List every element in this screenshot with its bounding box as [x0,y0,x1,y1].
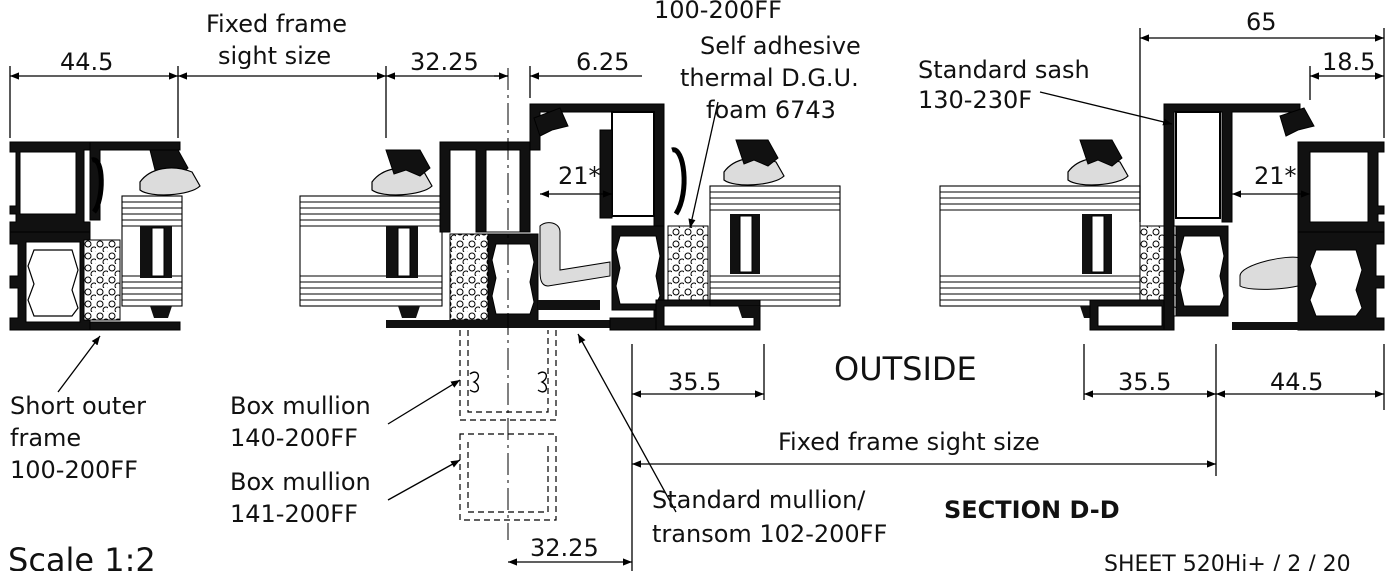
svg-text:100-200FF: 100-200FF [10,456,138,484]
dim-bottom-35-5-left: 35.5 [668,368,721,396]
right-sash-profile [1089,103,1385,331]
dim-sash-width: 65 [1246,8,1277,36]
dim-rebate-left: 21* [558,162,601,190]
svg-text:Box mullion: Box mullion [230,392,371,420]
outside-label: OUTSIDE [834,350,977,388]
dim-bottom-35-5-right: 35.5 [1118,368,1171,396]
callout-box-mullion-141: Box mullion 141-200FF [230,468,371,528]
dim-fixed-frame-top-line2: sight size [218,42,331,70]
leader-lines [57,91,1173,513]
sheet-label: SHEET 520Hi+ / 2 / 20 [1104,552,1351,571]
dim-mullion-half-bottom: 32.25 [530,534,599,562]
dim-mullion-half: 32.25 [410,48,479,76]
callout-self-adhesive: Self adhesive thermal D.G.U. foam 6743 [680,32,861,124]
dim-fixed-frame-top-line1: Fixed frame [206,10,347,38]
svg-text:thermal D.G.U.: thermal D.G.U. [680,64,859,92]
dimension-lines [9,28,1385,571]
center-sash-profile [529,103,761,331]
svg-text:Standard mullion/: Standard mullion/ [652,486,866,514]
right-glazing-unit [939,139,1141,318]
dim-rebate-right: 21* [1254,162,1297,190]
dim-left-frame: 44.5 [60,48,113,76]
svg-text:130-230F: 130-230F [918,86,1032,114]
box-mullion-hidden-lines [459,330,557,521]
svg-text:140-200FF: 140-200FF [230,424,358,452]
callout-box-mullion-140: Box mullion 140-200FF [230,392,371,452]
svg-text:141-200FF: 141-200FF [230,500,358,528]
svg-text:foam 6743: foam 6743 [706,96,836,124]
svg-text:Box mullion: Box mullion [230,468,371,496]
left-glazing-unit [121,149,201,318]
svg-text:Short outer: Short outer [10,392,146,420]
dim-mullion-offset: 6.25 [576,48,629,76]
svg-text:Self adhesive: Self adhesive [700,32,861,60]
callout-standard-mullion: Standard mullion/ transom 102-200FF [652,486,887,548]
dim-sash-edge: 18.5 [1322,48,1375,76]
callout-standard-sash: Standard sash 130-230F [918,56,1090,114]
svg-text:Standard sash: Standard sash [918,56,1090,84]
mullion-profile [386,141,632,328]
svg-text:frame: frame [10,424,81,452]
callout-short-outer-frame: Short outer frame 100-200FF [10,392,146,484]
cutoff-label: 100-200FF [654,0,782,24]
center-left-glazing-unit [299,149,443,318]
svg-text:transom 102-200FF: transom 102-200FF [652,520,887,548]
center-right-glazing-unit [709,139,841,318]
dim-bottom-44-5: 44.5 [1270,368,1323,396]
section-title: SECTION D-D [944,496,1120,524]
left-outer-frame-profile [9,141,181,331]
scale-label: Scale 1:2 [8,541,156,571]
dim-fixed-frame-bottom: Fixed frame sight size [778,428,1040,456]
